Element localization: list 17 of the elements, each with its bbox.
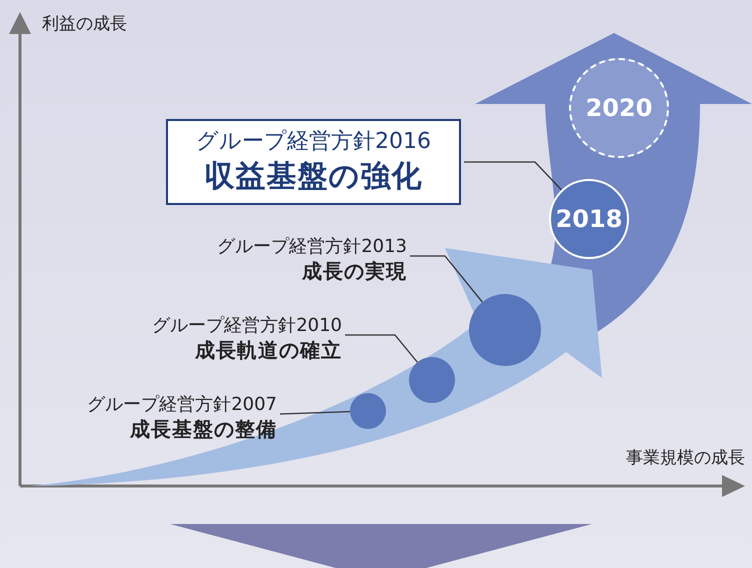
year-label: 2020	[586, 94, 652, 122]
year-label: 2018	[556, 205, 622, 233]
policy-theme: 成長の実現	[300, 258, 407, 284]
policy-theme: 成長基盤の整備	[128, 416, 277, 442]
policy-name: グループ経営方針2010	[152, 314, 342, 338]
axis-label: 利益の成長	[42, 13, 127, 35]
axis-label: 事業規模の成長	[626, 447, 745, 469]
callout-box	[166, 119, 461, 205]
policy-name: グループ経営方針2013	[217, 235, 407, 258]
leader-line	[410, 255, 483, 302]
policy-theme: 成長軌道の確立	[194, 337, 342, 364]
policy-name: グループ経営方針2016	[195, 128, 432, 156]
leader-line	[345, 334, 418, 363]
policy-name: グループ経営方針2007	[87, 393, 277, 416]
leader-line	[280, 410, 350, 415]
leader-line	[464, 161, 562, 190]
policy-theme: 収益基盤の強化	[204, 158, 424, 196]
